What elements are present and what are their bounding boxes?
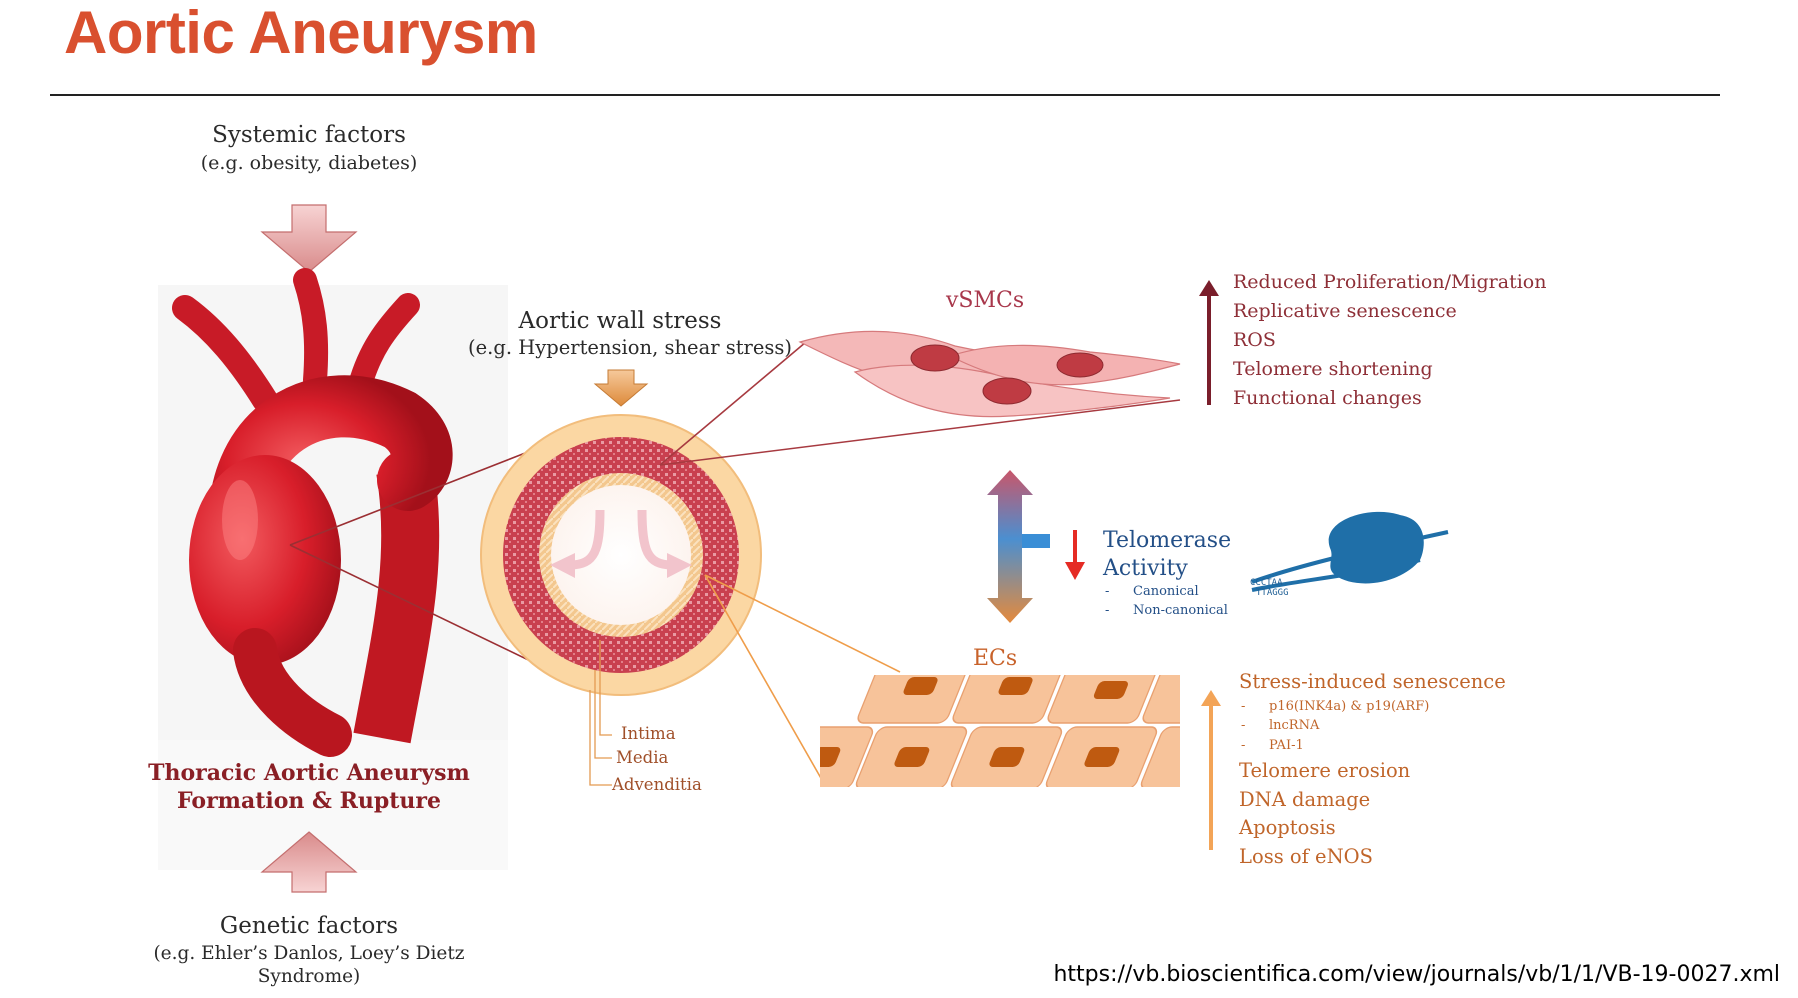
vsmc-effect: Reduced Proliferation/Migration [1233, 271, 1547, 293]
vsmc-effects-list: Reduced Proliferation/Migration Replicat… [1233, 268, 1546, 413]
layer-label-adventitia: Advenditia [612, 775, 702, 794]
ring-to-vsmc-lines [659, 341, 1181, 466]
telomerase-enzyme-icon [1251, 511, 1449, 592]
double-arrow-icon [987, 470, 1050, 623]
aorta-illustration [172, 268, 453, 757]
ec-effect: Apoptosis [1239, 816, 1336, 839]
layer-label-media: Media [616, 748, 669, 767]
ec-marker: PAI-1 [1239, 736, 1506, 756]
vsmc-cells [798, 330, 1181, 418]
vsmc-label: vSMCs [946, 288, 1025, 313]
ec-label: ECs [973, 646, 1018, 671]
systemic-factors-title: Systemic factors [212, 122, 406, 148]
genetic-factors-examples-2: Syndrome) [257, 966, 361, 987]
ring-to-ec-lines [704, 574, 901, 781]
wall-stress-title: Aortic wall stress [518, 308, 722, 334]
layer-label-intima: Intima [621, 724, 676, 743]
genetic-up-arrow-icon [260, 831, 358, 893]
endothelial-cells [820, 675, 1180, 787]
outcome-line-1: Thoracic Aortic Aneurysm [148, 760, 470, 786]
outcome-line-2: Formation & Rupture [177, 788, 441, 814]
telomerase-type: Canonical [1103, 583, 1231, 602]
vsmc-up-arrow-icon [1199, 280, 1219, 405]
ec-up-arrow-icon [1201, 690, 1221, 850]
ec-marker: lncRNA [1239, 716, 1506, 736]
wall-stress-examples: (e.g. Hypertension, shear stress) [468, 336, 793, 359]
wall-stress-down-arrow-icon [593, 369, 649, 407]
ec-senescence: Stress-induced senescence [1239, 670, 1506, 693]
vsmc-effect: Replicative senescence [1233, 300, 1457, 322]
telomerase-title-1: Telomerase [1103, 528, 1232, 553]
aortic-wall-ring [480, 414, 762, 696]
telomere-seq-1: CCCTAA [1250, 578, 1283, 588]
vsmc-effect: ROS [1233, 329, 1276, 351]
slide-title: Aortic Aneurysm [64, 0, 538, 66]
ec-effect: Loss of eNOS [1239, 844, 1374, 868]
vsmc-effect: Functional changes [1233, 387, 1422, 409]
telomerase-down-arrow-icon [1065, 530, 1085, 580]
telomere-sequence: CCCTAA TTAGGG [1250, 578, 1289, 598]
telomerase-block: Telomerase Activity Canonical Non-canoni… [1103, 527, 1231, 620]
ec-effects-list: Stress-induced senescence p16(INK4a) & p… [1239, 668, 1506, 871]
aorta-to-ring-lines [289, 447, 546, 669]
layer-leader-lines [589, 640, 612, 786]
ec-marker: p16(INK4a) & p19(ARF) [1239, 697, 1506, 717]
ec-effect: DNA damage [1239, 787, 1371, 811]
title-divider [50, 94, 1720, 96]
telomerase-type: Non-canonical [1103, 602, 1231, 621]
systemic-factors-examples: (e.g. obesity, diabetes) [200, 152, 418, 174]
vsmc-effect: Telomere shortening [1233, 358, 1433, 380]
telomere-seq-2: TTAGGG [1256, 588, 1289, 598]
ec-effect: Telomere erosion [1239, 759, 1411, 782]
systemic-down-arrow-icon [260, 204, 358, 273]
genetic-factors-examples-1: (e.g. Ehler’s Danlos, Loey’s Dietz [153, 943, 465, 964]
genetic-factors-title: Genetic factors [219, 913, 399, 939]
telomerase-title-2: Activity [1103, 556, 1188, 581]
source-link[interactable]: https://vb.bioscientifica.com/view/journ… [1053, 962, 1780, 987]
